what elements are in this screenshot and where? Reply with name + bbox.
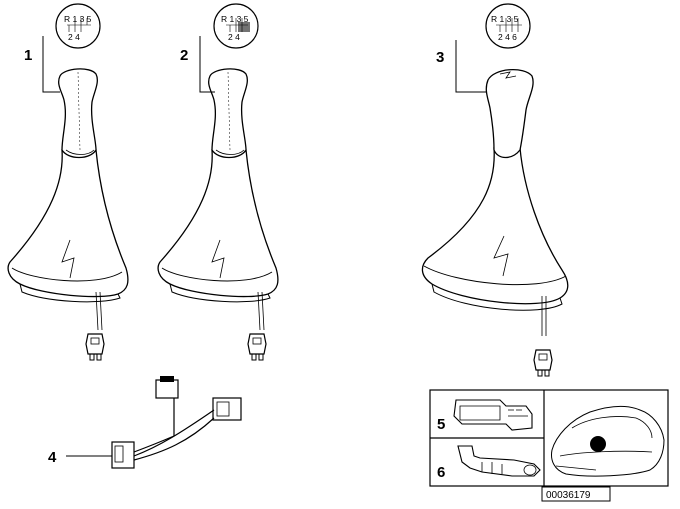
wiring-harness-4 bbox=[111, 376, 242, 469]
leader-line-1 bbox=[42, 36, 60, 93]
location-marker-icon bbox=[590, 436, 606, 452]
leader-line-2 bbox=[199, 36, 215, 93]
shift-pattern-disc-3: R 1 3 5 2 4 6 bbox=[485, 3, 531, 49]
reference-number: 00036179 bbox=[546, 490, 591, 501]
connector-housing-5 bbox=[453, 399, 533, 431]
callout-6: 6 bbox=[437, 464, 445, 481]
gear-knob-3 bbox=[421, 69, 569, 377]
callout-1: 1 bbox=[24, 47, 32, 64]
shift-pattern-top-3: R 1 3 5 bbox=[491, 14, 519, 24]
shift-pattern-top-1: R 1 3 5 bbox=[64, 14, 92, 24]
vehicle-location-illustration bbox=[551, 405, 665, 477]
gear-knob-1 bbox=[7, 68, 129, 361]
reference-box bbox=[541, 486, 611, 502]
gear-knob-2 bbox=[157, 68, 279, 361]
callout-5: 5 bbox=[437, 416, 445, 433]
terminal-contact-6 bbox=[457, 445, 541, 477]
callout-2: 2 bbox=[180, 47, 188, 64]
shift-pattern-bottom-2: 2 4 bbox=[228, 32, 240, 42]
leader-line-3 bbox=[455, 40, 486, 93]
shift-pattern-top-2: R 1 3 5 bbox=[221, 14, 249, 24]
shift-pattern-bottom-3: 2 4 6 bbox=[498, 32, 517, 42]
shift-pattern-disc-2: R 1 3 5 2 4 bbox=[213, 3, 259, 49]
shift-pattern-bottom-1: 2 4 bbox=[68, 32, 80, 42]
callout-4: 4 bbox=[48, 449, 57, 466]
callout-3: 3 bbox=[436, 49, 444, 66]
shift-pattern-disc-1: R 1 3 5 2 4 bbox=[55, 3, 101, 49]
